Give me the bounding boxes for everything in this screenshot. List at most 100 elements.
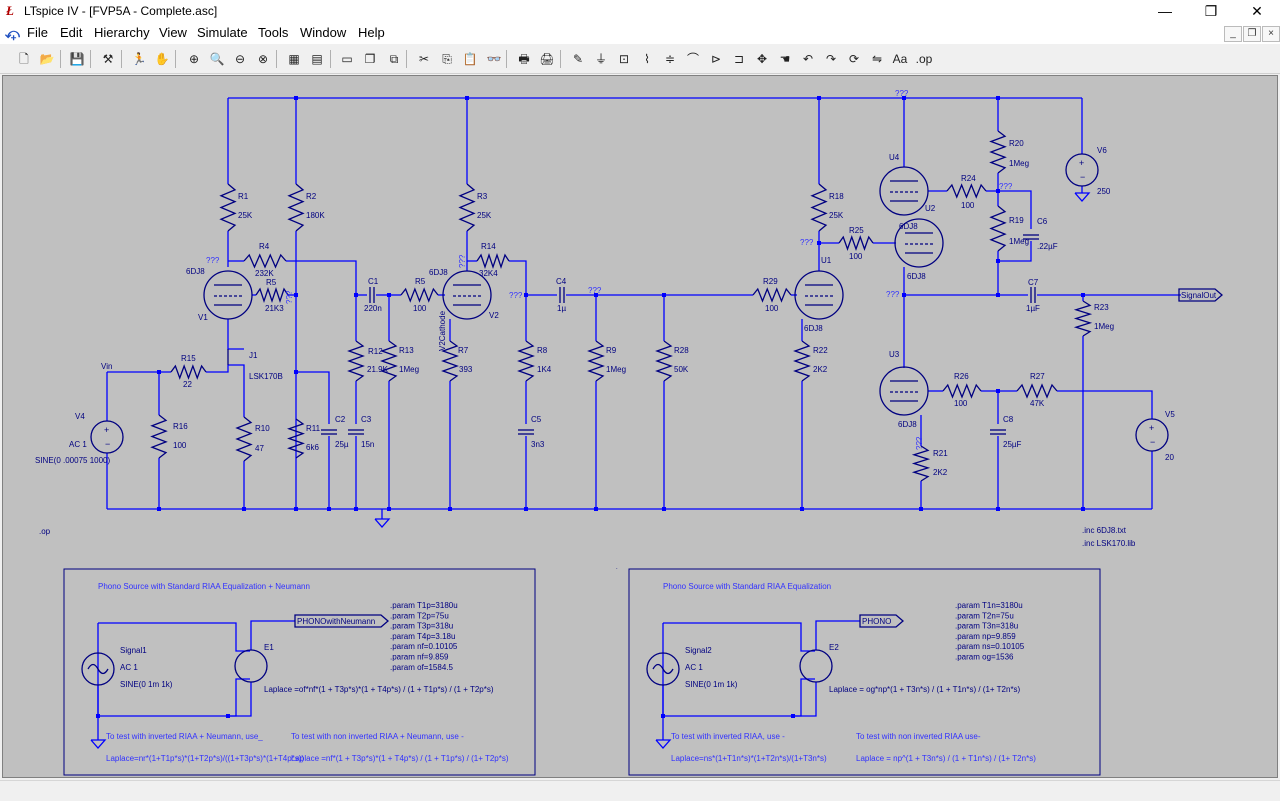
schematic-label: R3	[477, 192, 488, 201]
paste-icon[interactable]: 📋	[462, 52, 478, 66]
schematic-label: 100	[961, 201, 975, 210]
rotate-icon[interactable]: ⟳	[848, 52, 860, 66]
diode-icon[interactable]: ⊳	[710, 52, 722, 66]
wire	[206, 365, 229, 373]
menu-tools[interactable]: Tools	[258, 25, 289, 40]
label-net-icon[interactable]: ⊡	[618, 52, 630, 66]
schematic-label: 1Meg	[399, 365, 419, 374]
zoom-out-icon[interactable]: ⊖	[234, 52, 246, 66]
schematic-label: C3	[361, 415, 372, 424]
schematic-label: R18	[829, 192, 844, 201]
r5b-resistor	[400, 287, 439, 303]
save-icon[interactable]: 💾	[69, 52, 85, 66]
drag-icon[interactable]: ☚	[779, 52, 791, 66]
param-directive: .param og=1536	[955, 653, 1014, 662]
schematic-label: C5	[531, 415, 542, 424]
resistor-icon[interactable]: ⌇	[644, 52, 650, 66]
schematic-label: U1	[821, 256, 832, 265]
move-icon[interactable]: ✥	[756, 52, 768, 66]
mirror-icon[interactable]: ⇋	[871, 52, 883, 66]
run-icon[interactable]: 🏃	[131, 52, 147, 66]
spice-directive-icon[interactable]: .op	[915, 52, 933, 66]
zoom-in-icon[interactable]: ⊕	[188, 52, 200, 66]
menu-help[interactable]: Help	[358, 25, 385, 40]
schematic-label: R29	[763, 277, 778, 286]
control-panel-icon[interactable]: ⚒	[102, 52, 114, 66]
schematic-label: AC 1	[120, 663, 138, 672]
schematic-label: 20	[1165, 453, 1174, 462]
probe-label: ???	[509, 291, 523, 300]
text-icon[interactable]: Aa	[892, 52, 908, 66]
ltspice-logo-icon: Ł	[6, 3, 14, 18]
zoom-fit-icon[interactable]: ▤	[311, 52, 323, 66]
menu-simulate[interactable]: Simulate	[197, 25, 248, 40]
menu-view[interactable]: View	[159, 25, 187, 40]
schematic-label: 1K4	[537, 365, 552, 374]
open-icon[interactable]: 📂	[39, 52, 55, 66]
find-icon[interactable]: 👓	[486, 52, 502, 66]
menu-hierarchy[interactable]: Hierarchy	[94, 25, 150, 40]
print-setup-icon[interactable]: 🖶	[518, 52, 530, 66]
menu-edit[interactable]: Edit	[60, 25, 83, 40]
schematic-label: 232K	[255, 269, 274, 278]
minimize-button[interactable]: —	[1158, 3, 1172, 19]
test-formula: Laplace =nf*(1 + T3p*s)*(1 + T4p*s) / (1…	[291, 754, 509, 763]
schematic-svg[interactable]: +−+−+− V6250R125KR2180K6DJ8V1???R4232KR5…	[3, 76, 1277, 777]
menu-window[interactable]: Window	[300, 25, 347, 40]
plus-sign: +	[1149, 423, 1154, 433]
halt-icon[interactable]: ✋	[154, 52, 170, 66]
schematic-label: C2	[335, 415, 346, 424]
junction-dot	[662, 507, 666, 511]
wire-icon[interactable]: ✎	[572, 52, 584, 66]
r11-resistor	[287, 418, 305, 459]
undo-icon[interactable]: ↶	[802, 52, 814, 66]
mdi-minimize-button[interactable]: _	[1224, 26, 1242, 42]
cascade-icon[interactable]: ❐	[364, 52, 376, 66]
r28-resistor	[655, 340, 673, 382]
signalout-label: SignalOut	[1181, 291, 1217, 300]
autoscale-icon[interactable]: ▦	[288, 52, 300, 66]
capacitor-icon[interactable]: ≑	[664, 52, 676, 66]
note: To test with non inverted RIAA + Neumann…	[291, 732, 464, 741]
schematic-label: 1Meg	[1009, 159, 1029, 168]
new-schematic-icon[interactable]: 🗋	[19, 52, 29, 66]
print-icon[interactable]: 🖨	[539, 52, 555, 66]
inductor-icon[interactable]: ⌒	[686, 52, 699, 66]
mdi-close-button[interactable]: ×	[1262, 26, 1280, 42]
wire	[998, 190, 1032, 229]
sine-source	[646, 652, 680, 686]
toolbar-separator	[90, 50, 91, 68]
wire	[228, 678, 250, 717]
menu-file[interactable]: File	[27, 25, 48, 40]
junction-dot	[157, 507, 161, 511]
zoom-pan-icon[interactable]: 🔍	[209, 52, 225, 66]
restore-button[interactable]: ❐	[1204, 3, 1218, 19]
copy-icon[interactable]: ⎘	[442, 52, 452, 66]
r27-resistor	[1016, 383, 1058, 399]
junction-dot	[661, 714, 665, 718]
close-button[interactable]: ✕	[1251, 3, 1263, 19]
document-icon[interactable]: ⤽	[5, 25, 20, 41]
close-all-icon[interactable]: ⧉	[389, 52, 399, 66]
redo-icon[interactable]: ↷	[825, 52, 837, 66]
schematic-label: AC 1	[685, 663, 703, 672]
schematic-label: 6DJ8	[899, 222, 918, 231]
cut-icon[interactable]: ✂	[418, 52, 430, 66]
component-icon[interactable]: ⊐	[733, 52, 745, 66]
probe-label: ???	[206, 256, 220, 265]
box-title: Phono Source with Standard RIAA Equaliza…	[663, 582, 831, 591]
schematic-label: R21	[933, 449, 948, 458]
ground-icon[interactable]: ⏚	[594, 52, 607, 66]
schematic-label: U2	[925, 204, 936, 213]
r1-resistor	[219, 183, 237, 232]
zoom-cancel-icon[interactable]: ⊗	[257, 52, 269, 66]
schematic-label: 1Meg	[1009, 237, 1029, 246]
junction-dot	[354, 507, 358, 511]
box-title: Phono Source with Standard RIAA Equaliza…	[98, 582, 310, 591]
mdi-restore-button[interactable]: ❐	[1243, 26, 1261, 42]
tile-horizontal-icon[interactable]: ▭	[341, 52, 353, 66]
probe-label: ???	[285, 290, 294, 304]
toolbar-separator	[276, 50, 277, 68]
u4-tube	[879, 166, 929, 216]
